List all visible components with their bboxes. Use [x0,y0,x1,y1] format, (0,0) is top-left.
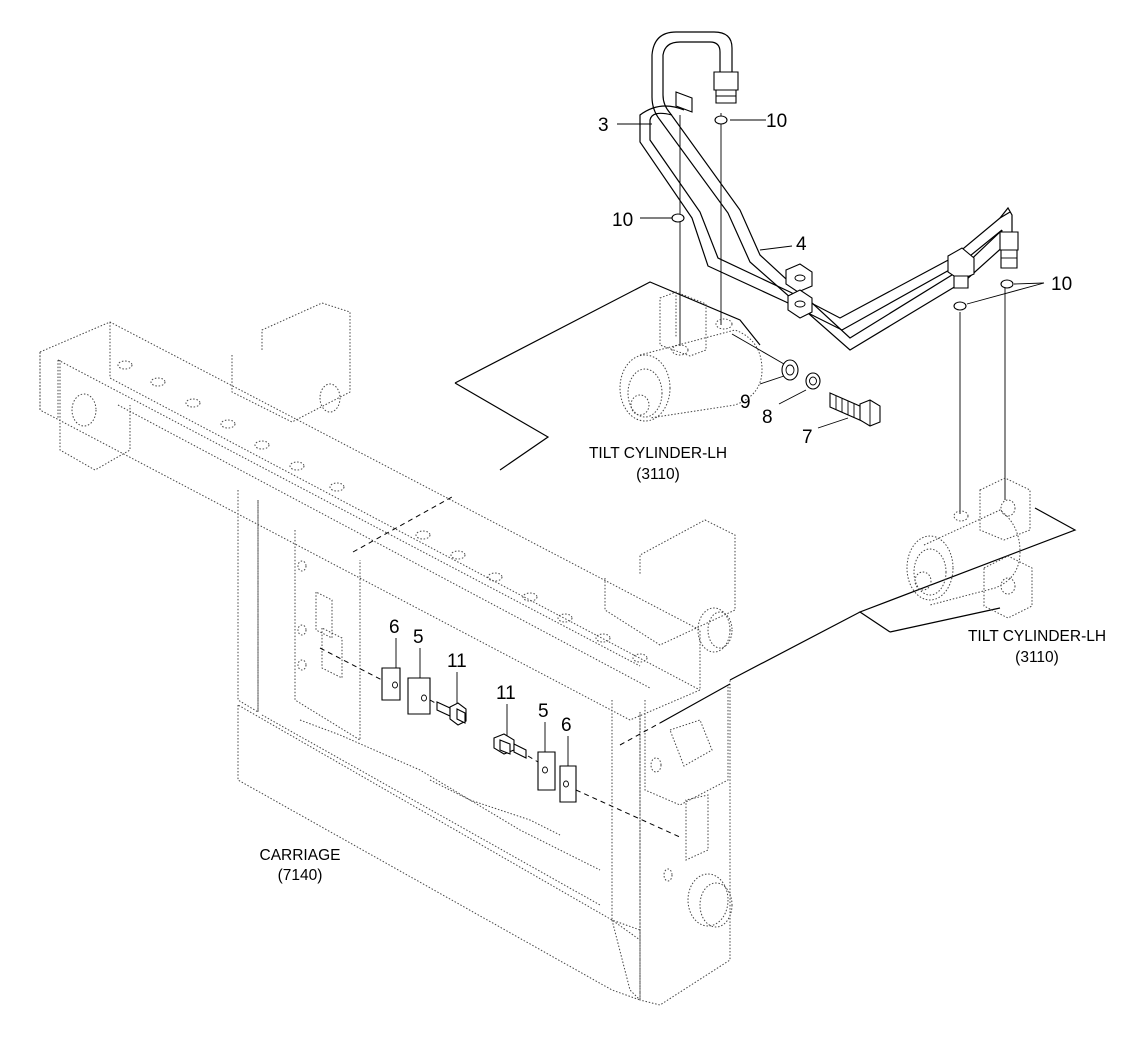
tilt-cylinder-lower-code: (3110) [1015,649,1059,666]
callout-3: 3 [598,115,609,136]
callout-11: 11 [447,651,467,672]
callout-leaders [395,119,1045,766]
callout-4: 4 [796,234,807,255]
callout-numbers: 3 4 10 10 10 9 8 7 6 5 11 11 5 6 [389,111,1072,736]
carriage-assembly [39,302,736,1006]
bracket-parts [319,496,731,839]
tilt-cylinder-lower-caption: TILT CYLINDER-LH [968,628,1106,645]
callout-8: 8 [762,407,773,428]
captions: TILT CYLINDER-LH (3110) TILT CYLINDER-LH… [260,445,1107,884]
carriage-caption: CARRIAGE [260,847,341,864]
callout-6: 6 [389,617,400,638]
hydraulic-pipes [639,31,1019,514]
crossbar-holes [117,360,648,663]
callout-10: 10 [766,111,787,132]
fasteners-upper [781,359,881,427]
callout-11: 11 [496,683,516,704]
o-rings [671,115,1014,311]
tilt-cylinder-upper-code: (3110) [636,466,680,483]
carriage-code: (7140) [278,867,323,884]
callout-5: 5 [413,627,424,648]
callout-6: 6 [561,715,572,736]
callout-10: 10 [1051,274,1072,295]
callout-9: 9 [740,392,751,413]
tilt-cylinder-upper-caption: TILT CYLINDER-LH [589,445,727,462]
tilt-cylinder-upper [454,281,785,471]
callout-5: 5 [538,701,549,722]
callout-10: 10 [612,210,633,231]
tilt-cylinder-lower [729,477,1077,681]
callout-7: 7 [802,427,813,448]
